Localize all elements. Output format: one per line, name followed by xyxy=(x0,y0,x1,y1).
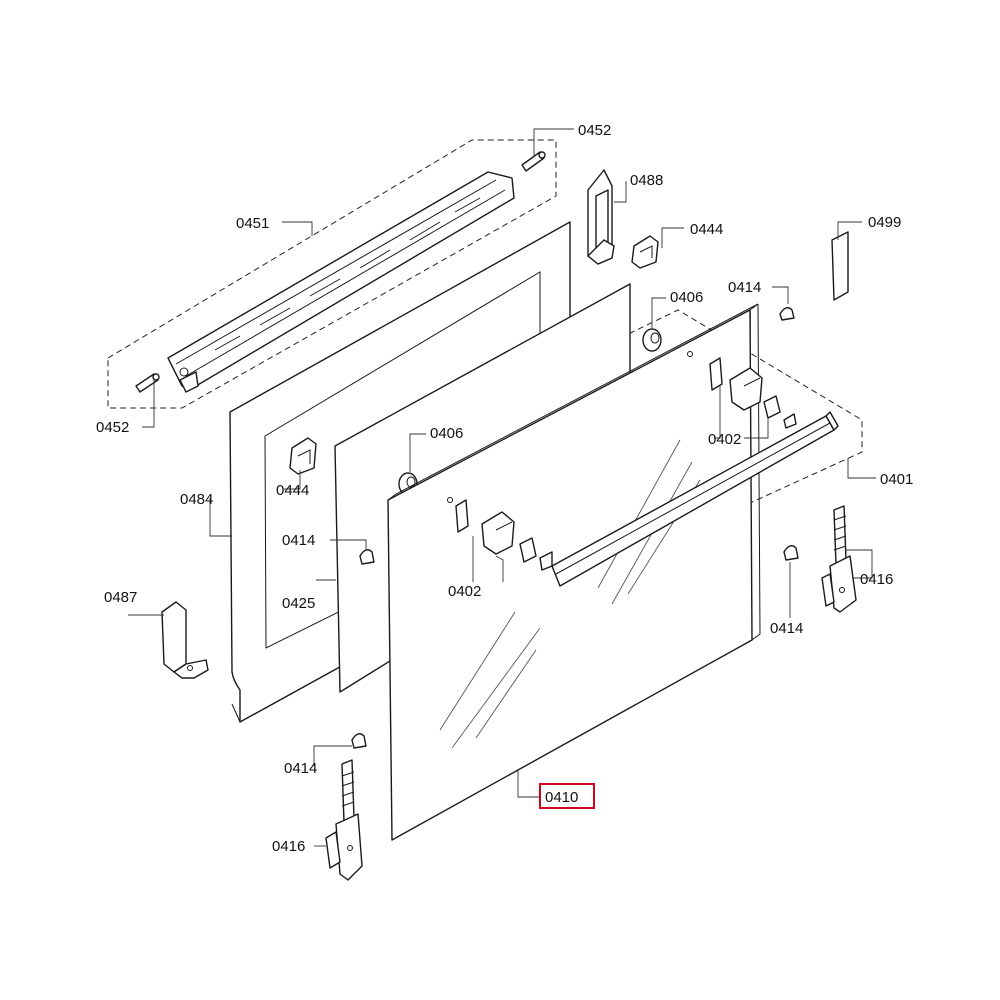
part-0444-clip-top[interactable] xyxy=(631,235,659,269)
label-0452-top: 0452 xyxy=(578,122,611,139)
part-0488-bracket[interactable] xyxy=(587,169,615,265)
part-0452-pin-bottom[interactable] xyxy=(135,373,160,393)
part-0414-buffer-right[interactable] xyxy=(783,545,799,561)
part-0401-handle[interactable] xyxy=(539,411,839,587)
group-outline-top-trim xyxy=(107,139,557,409)
label-0484: 0484 xyxy=(180,491,213,508)
label-0416-right: 0416 xyxy=(860,571,893,588)
label-0414-top: 0414 xyxy=(728,279,761,296)
label-0488: 0488 xyxy=(630,172,663,189)
part-0402-receiver-top[interactable] xyxy=(709,357,781,419)
part-0451-top-trim[interactable] xyxy=(167,171,515,393)
part-0416-hinge-bottom[interactable] xyxy=(325,759,363,881)
part-0444-clip-frame[interactable] xyxy=(289,437,317,475)
leader-lines xyxy=(128,128,876,847)
label-0444-frame: 0444 xyxy=(276,482,309,499)
highlight-box-0410 xyxy=(539,783,595,809)
label-0487: 0487 xyxy=(104,589,137,606)
part-0414-buffer-bottom[interactable] xyxy=(351,733,367,749)
label-0414-mid: 0414 xyxy=(282,532,315,549)
label-0401: 0401 xyxy=(880,471,913,488)
part-0452-pin-top[interactable] xyxy=(521,151,546,172)
label-0406-top: 0406 xyxy=(670,289,703,306)
part-0414-buffer-top-right[interactable] xyxy=(779,307,795,321)
part-0402-receiver-front[interactable] xyxy=(455,499,537,563)
label-0444-top: 0444 xyxy=(690,221,723,238)
part-0414-buffer-mid[interactable] xyxy=(359,549,375,565)
label-0414-bottom: 0414 xyxy=(284,760,317,777)
part-0487-bracket[interactable] xyxy=(161,601,209,679)
label-0499: 0499 xyxy=(868,214,901,231)
label-0402-top: 0402 xyxy=(708,431,741,448)
label-0451: 0451 xyxy=(236,215,269,232)
label-0416-bottom: 0416 xyxy=(272,838,305,855)
label-0410[interactable]: 0410 xyxy=(545,789,578,806)
part-0406-stop-top[interactable] xyxy=(642,328,662,352)
label-0406-front: 0406 xyxy=(430,425,463,442)
part-0416-hinge-right[interactable] xyxy=(821,505,857,613)
part-0499-seal-strip[interactable] xyxy=(831,231,849,301)
label-0414-right: 0414 xyxy=(770,620,803,637)
label-0452-bottom: 0452 xyxy=(96,419,129,436)
label-0402-front: 0402 xyxy=(448,583,481,600)
label-0425: 0425 xyxy=(282,595,315,612)
